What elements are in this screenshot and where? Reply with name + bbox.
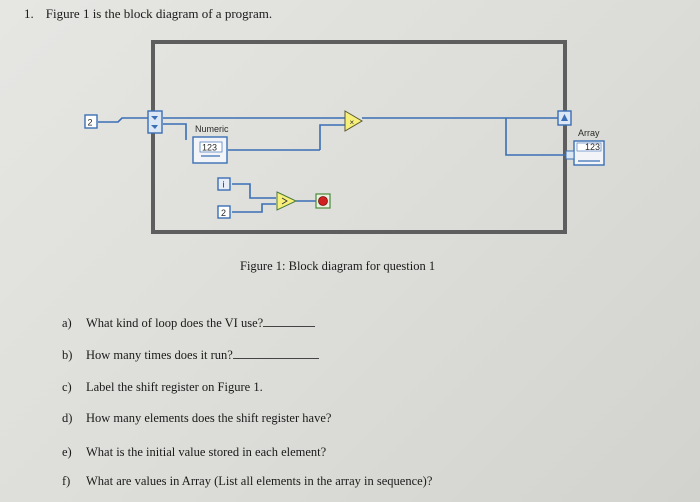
sub-question-c: c) Label the shift register on Figure 1. [62, 380, 263, 395]
array-label: Array [578, 128, 600, 138]
constant-left-box [84, 114, 98, 129]
array-indicator-value: 123 [585, 142, 600, 152]
sub-question-b: b) How many times does it run? [62, 348, 319, 363]
sub-question-f: f) What are values in Array (List all ele… [62, 474, 432, 489]
answer-blank-b[interactable] [232, 348, 319, 359]
stop-icon [318, 196, 328, 206]
multiply-icon: × [350, 118, 355, 127]
wire-iteration [232, 183, 276, 199]
sub-question-text: How many times does it run? [86, 348, 233, 362]
question-text: Figure 1 is the block diagram of a progr… [45, 6, 273, 21]
sub-question-text: What kind of loop does the VI use? [86, 316, 264, 330]
iteration-terminal-label: i [223, 180, 225, 190]
sub-question-text: How many elements does the shift registe… [86, 411, 332, 425]
sub-question-text: What are values in Array (List all eleme… [86, 474, 433, 488]
wires [98, 117, 578, 213]
sub-question-letter: c) [62, 380, 72, 394]
sub-question-text: What is the initial value stored in each… [86, 445, 327, 459]
question-number: 1. [24, 6, 34, 21]
sub-question-d: d) How many elements does the shift regis… [62, 411, 331, 426]
wire-feedback [319, 124, 345, 150]
sub-question-letter: e) [62, 445, 72, 459]
numeric-label: Numeric [195, 124, 229, 134]
sub-question-e: e) What is the initial value stored in ea… [62, 445, 326, 460]
block-diagram: 2 Numeric 123 × i 2 Array 123 [84, 40, 605, 234]
numeric-indicator-value: 123 [202, 143, 217, 153]
wire-numeric-branch [163, 123, 187, 140]
sub-question-letter: b) [62, 348, 73, 362]
constant-inner-box [217, 205, 231, 219]
sub-question-letter: a) [62, 316, 72, 330]
answer-blank-a[interactable] [263, 316, 316, 327]
multiply-node [344, 110, 363, 132]
figure-caption: Figure 1: Block diagram for question 1 [240, 259, 436, 273]
sub-question-a: a) What kind of loop does the VI use? [62, 316, 316, 331]
while-loop-frame [151, 40, 567, 234]
iteration-terminal [217, 177, 231, 191]
constant-inner-value: 2 [221, 208, 226, 218]
question-title: 1. Figure 1 is the block diagram of a pro… [24, 6, 272, 22]
sub-question-letter: f) [62, 474, 71, 488]
sub-question-letter: d) [62, 411, 73, 425]
wire-const-inner [232, 203, 276, 213]
shift-register-left[interactable] [147, 110, 163, 134]
constant-left-value: 2 [88, 118, 93, 128]
sub-question-text: Label the shift register on Figure 1. [86, 380, 263, 394]
wire-constant-to-shift [98, 117, 148, 123]
